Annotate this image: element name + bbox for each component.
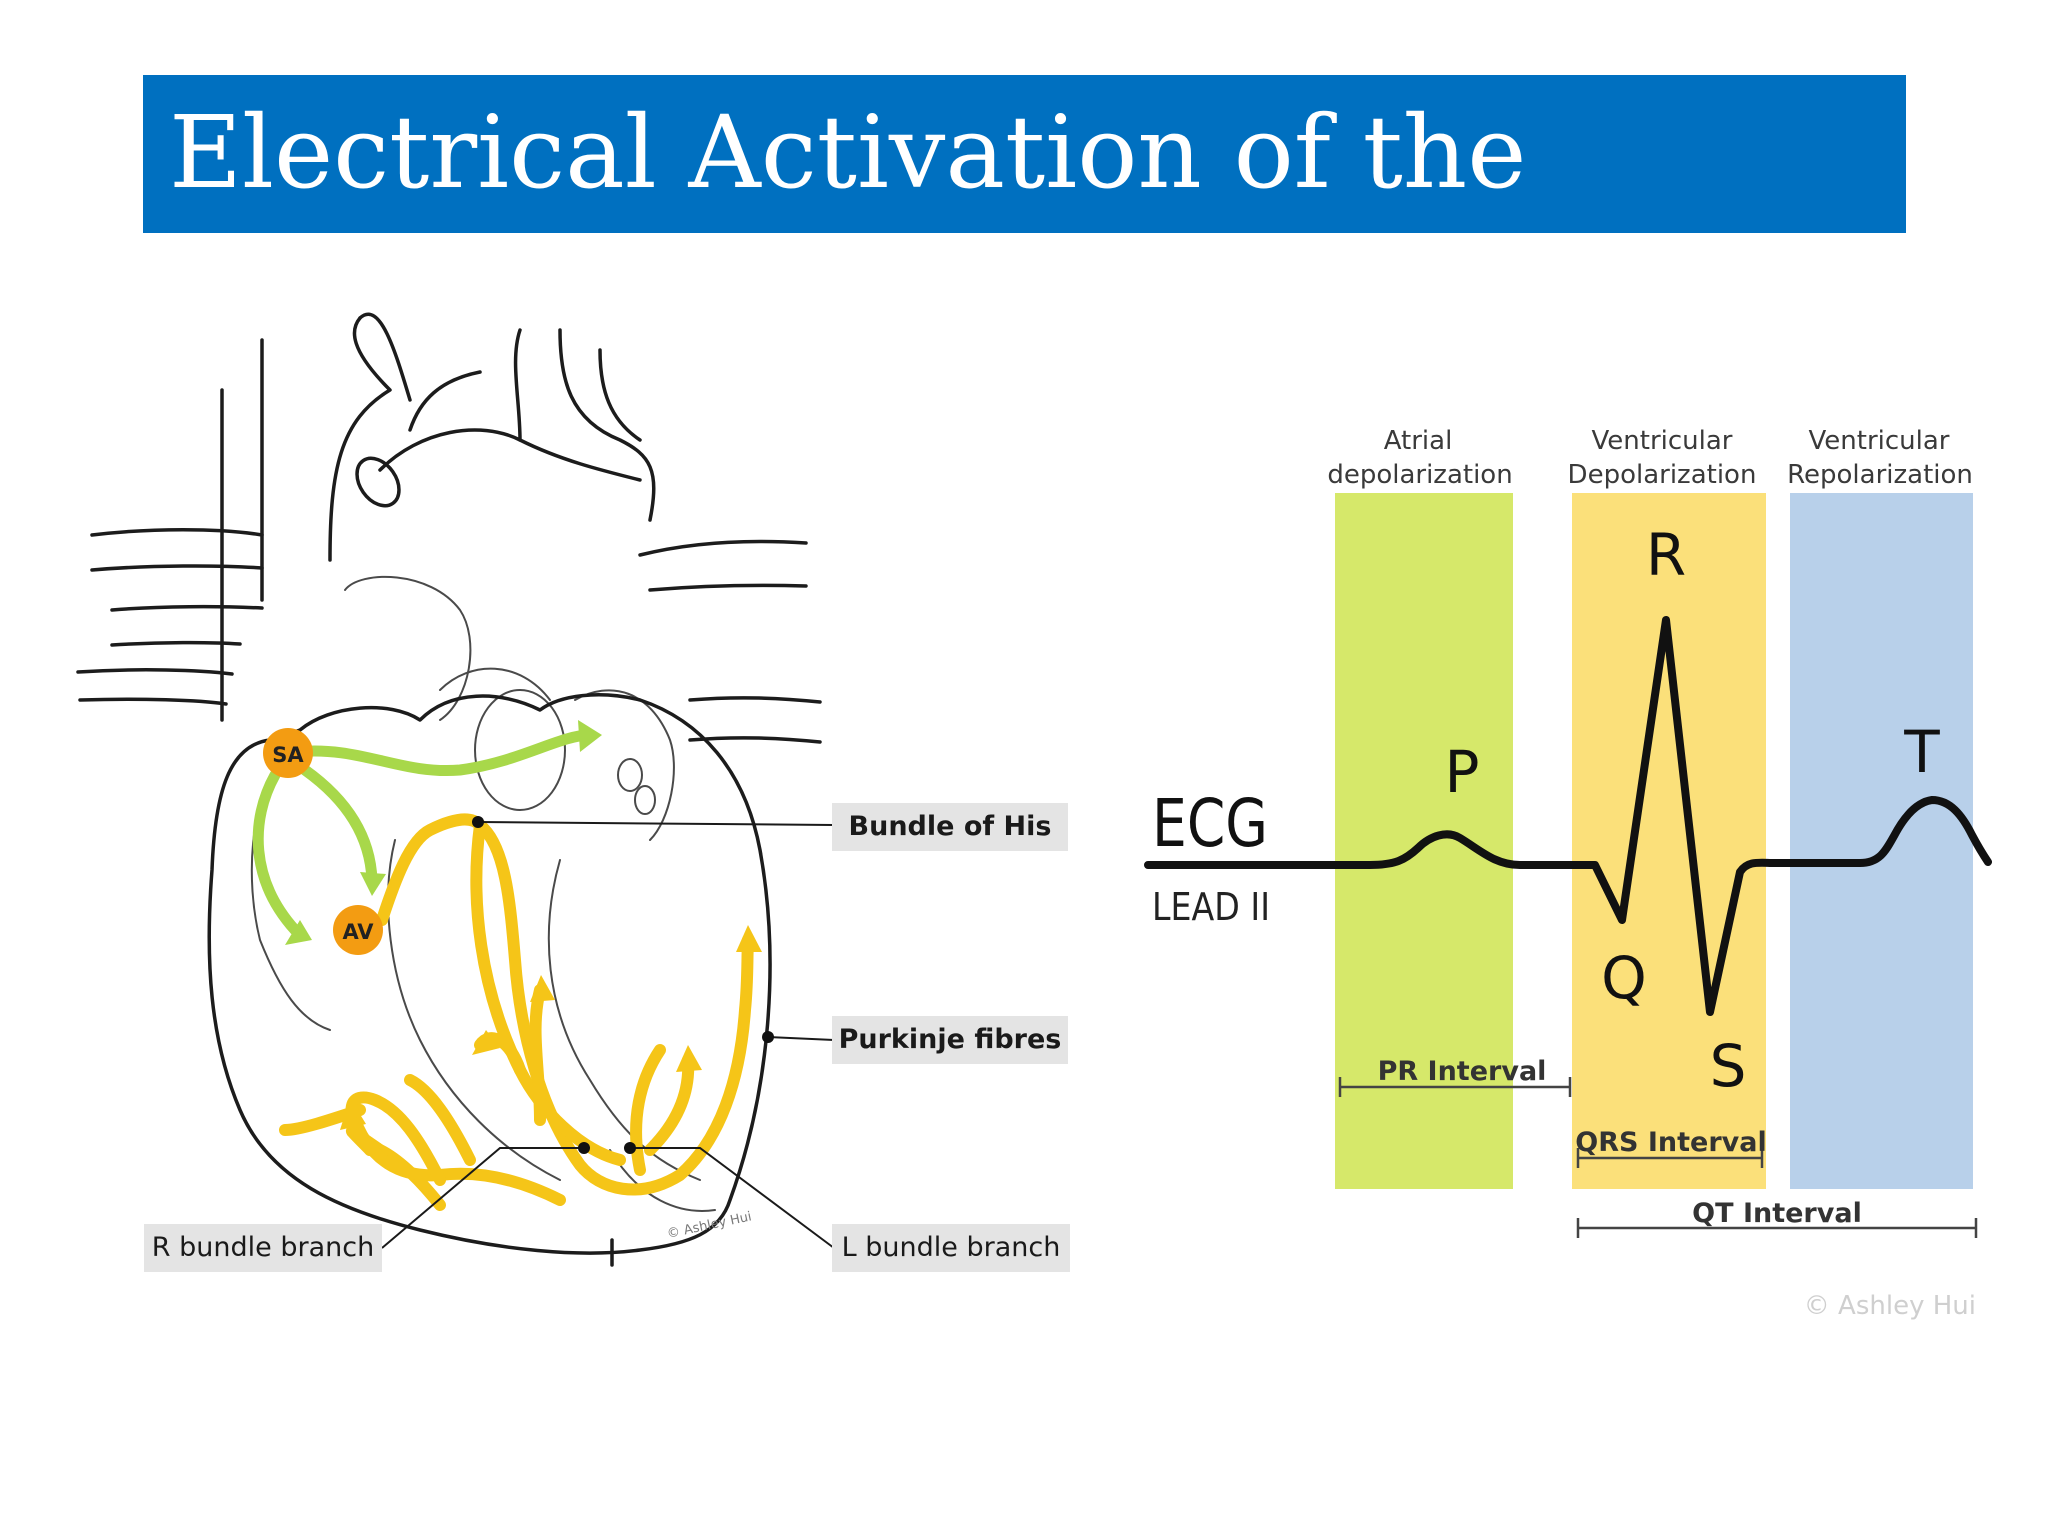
label-leaders xyxy=(381,816,835,1249)
heart-vessels xyxy=(76,312,822,841)
heart-outline xyxy=(207,693,772,1255)
ecg-credit: © Ashley Hui xyxy=(1804,1291,1976,1321)
l-bundle-branch-text: L bundle branch xyxy=(842,1232,1061,1263)
pr-interval: PR Interval xyxy=(1338,1056,1572,1097)
wave-r: R xyxy=(1646,521,1686,589)
band-ventricular-rep-header-line1: Ventricular xyxy=(1809,426,1950,456)
wave-t: T xyxy=(1903,718,1940,786)
qrs-interval-label: QRS Interval xyxy=(1575,1127,1766,1158)
label-r-bundle-branch: R bundle branch xyxy=(144,1224,382,1272)
qt-interval-label: QT Interval xyxy=(1692,1198,1862,1229)
av-node: AV xyxy=(333,905,383,955)
heart-credit: © Ashley Hui xyxy=(666,1209,753,1242)
bundle-of-his-text: Bundle of His xyxy=(849,811,1052,842)
band-ventricular-rep-header-line2: Repolarization xyxy=(1787,460,1973,490)
band-ventricular-dep-header-line1: Ventricular xyxy=(1592,426,1733,456)
band-ventricular-dep-header-line2: Depolarization xyxy=(1568,460,1757,490)
slide-title: Electrical Activation of the xyxy=(169,94,1527,211)
ecg-lead-label: LEAD II xyxy=(1152,885,1270,929)
label-purkinje-fibres: Purkinje fibres xyxy=(832,1016,1068,1064)
sa-node-label: SA xyxy=(272,743,304,767)
atrial-conduction-paths xyxy=(252,720,602,945)
purkinje-fibres-text: Purkinje fibres xyxy=(839,1024,1062,1055)
qt-interval: QT Interval xyxy=(1576,1198,1978,1238)
band-ventricular-repolarization xyxy=(1790,493,1973,1189)
r-bundle-branch-text: R bundle branch xyxy=(152,1232,374,1263)
av-node-label: AV xyxy=(342,920,374,944)
sa-node: SA xyxy=(263,728,313,778)
wave-s: S xyxy=(1710,1032,1747,1100)
ventricular-conduction-paths xyxy=(279,813,762,1211)
band-ventricular-depolarization xyxy=(1572,493,1766,1189)
band-atrial-header-line1: Atrial xyxy=(1384,426,1453,456)
label-bundle-of-his: Bundle of His xyxy=(832,803,1068,851)
heart-illustration: SA AV Bundle of His Purkinje fibres xyxy=(76,312,1070,1272)
band-atrial-header-line2: depolarization xyxy=(1327,460,1512,490)
wave-p: P xyxy=(1445,738,1480,806)
label-l-bundle-branch: L bundle branch xyxy=(832,1224,1070,1272)
pr-interval-label: PR Interval xyxy=(1378,1056,1547,1087)
ecg-diagram: Atrial depolarization Ventricular Depola… xyxy=(1144,426,1992,1321)
title-bar: Electrical Activation of the xyxy=(143,75,1906,233)
ecg-waveform xyxy=(1144,616,1992,1016)
ecg-title: ECG xyxy=(1152,785,1268,862)
qrs-interval: QRS Interval xyxy=(1575,1127,1767,1168)
wave-q: Q xyxy=(1601,944,1647,1012)
